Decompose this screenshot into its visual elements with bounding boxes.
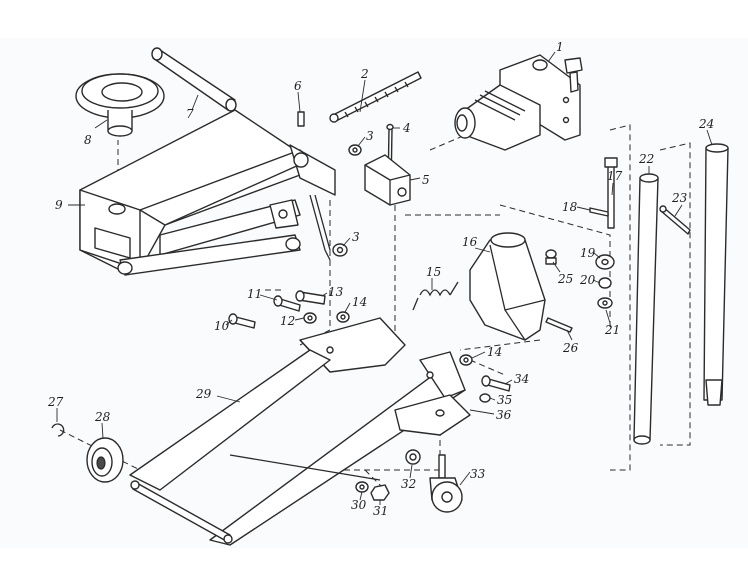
callout-leaders	[56, 51, 713, 505]
callout-2: 2	[360, 67, 369, 81]
part-16-valve-body	[469, 232, 546, 341]
callout-28: 28	[94, 410, 111, 424]
callout-35: 35	[497, 393, 512, 407]
part-25-bolt	[545, 249, 557, 265]
part-32-bushing	[405, 449, 421, 465]
callout-32: 32	[401, 477, 416, 491]
callout-5: 5	[422, 173, 430, 187]
part-23-screw	[659, 205, 691, 235]
callout-19: 19	[580, 246, 596, 260]
part-28-wheel	[86, 437, 124, 483]
part-3-washer-lower	[332, 243, 348, 257]
callout-26: 26	[562, 341, 579, 355]
callout-3-upper: 3	[366, 129, 374, 143]
callout-7: 7	[186, 107, 194, 121]
callout-33: 33	[470, 467, 486, 481]
callout-22: 22	[638, 152, 654, 166]
part-26-pin	[545, 317, 573, 333]
callout-3-lower: 3	[352, 230, 360, 244]
callout-14-upper: 14	[352, 295, 367, 309]
callout-13: 13	[328, 285, 344, 299]
part-7-handle-bar	[151, 47, 237, 112]
callout-31: 31	[373, 504, 388, 518]
callout-23: 23	[671, 191, 688, 205]
part-11-bolt	[273, 295, 301, 312]
part-36-caster-plate	[394, 394, 471, 436]
part-27-retaining-clip	[51, 423, 65, 437]
part-14-washer-lower	[459, 354, 473, 366]
part-22-handle-tube	[633, 173, 659, 445]
part-6-pin	[297, 111, 305, 127]
callout-18: 18	[562, 200, 578, 214]
callout-27: 27	[47, 395, 64, 409]
part-17-release-rod	[604, 157, 618, 229]
callout-numbers: 1 2 3 3 4 5 6 7 8 9 10 11 12 13 14 14 15…	[47, 40, 714, 518]
part-30-washer	[355, 481, 369, 493]
part-8-saddle	[75, 73, 165, 137]
callout-30: 30	[351, 498, 367, 512]
part-21-washer	[597, 297, 613, 309]
callout-12: 12	[280, 314, 295, 328]
part-10-bolt	[228, 313, 256, 329]
top-margin	[0, 0, 748, 38]
callout-21: 21	[604, 323, 620, 337]
part-34-bolt	[481, 375, 511, 392]
part-9-lift-arm	[79, 109, 336, 276]
callout-4: 4	[402, 121, 411, 135]
part-5-cylinder-block	[364, 154, 411, 206]
callout-20: 20	[579, 273, 596, 287]
callout-1: 1	[556, 40, 564, 54]
part-12-washer	[303, 312, 317, 324]
part-3-washer-upper	[348, 144, 362, 156]
part-19-gear	[595, 254, 615, 270]
callout-8: 8	[84, 133, 92, 147]
callout-17: 17	[607, 169, 623, 183]
callout-36: 36	[496, 408, 512, 422]
callout-29: 29	[195, 387, 212, 401]
part-14-washer-upper	[336, 311, 350, 323]
bottom-margin	[0, 548, 748, 561]
part-20-nut	[598, 277, 612, 289]
callout-11: 11	[247, 287, 262, 301]
part-18-set-screw	[589, 207, 609, 217]
part-24-handle-grip	[703, 143, 729, 406]
callout-15: 15	[426, 265, 441, 279]
callout-24: 24	[698, 117, 714, 131]
part-31-nut	[370, 484, 390, 501]
callout-10: 10	[214, 319, 230, 333]
part-33-caster-wheel	[429, 454, 463, 513]
part-35-washer	[479, 393, 491, 403]
part-13-axle-bolt	[295, 290, 326, 305]
callout-25: 25	[557, 272, 573, 286]
callout-16: 16	[462, 235, 478, 249]
part-2-threaded-rod	[329, 71, 422, 123]
callout-14-lower: 14	[487, 345, 502, 359]
part-1-motor-pump	[454, 54, 583, 151]
callout-6: 6	[294, 79, 302, 93]
part-15-spring	[412, 281, 459, 311]
callout-9: 9	[55, 198, 63, 212]
callout-34: 34	[514, 372, 529, 386]
